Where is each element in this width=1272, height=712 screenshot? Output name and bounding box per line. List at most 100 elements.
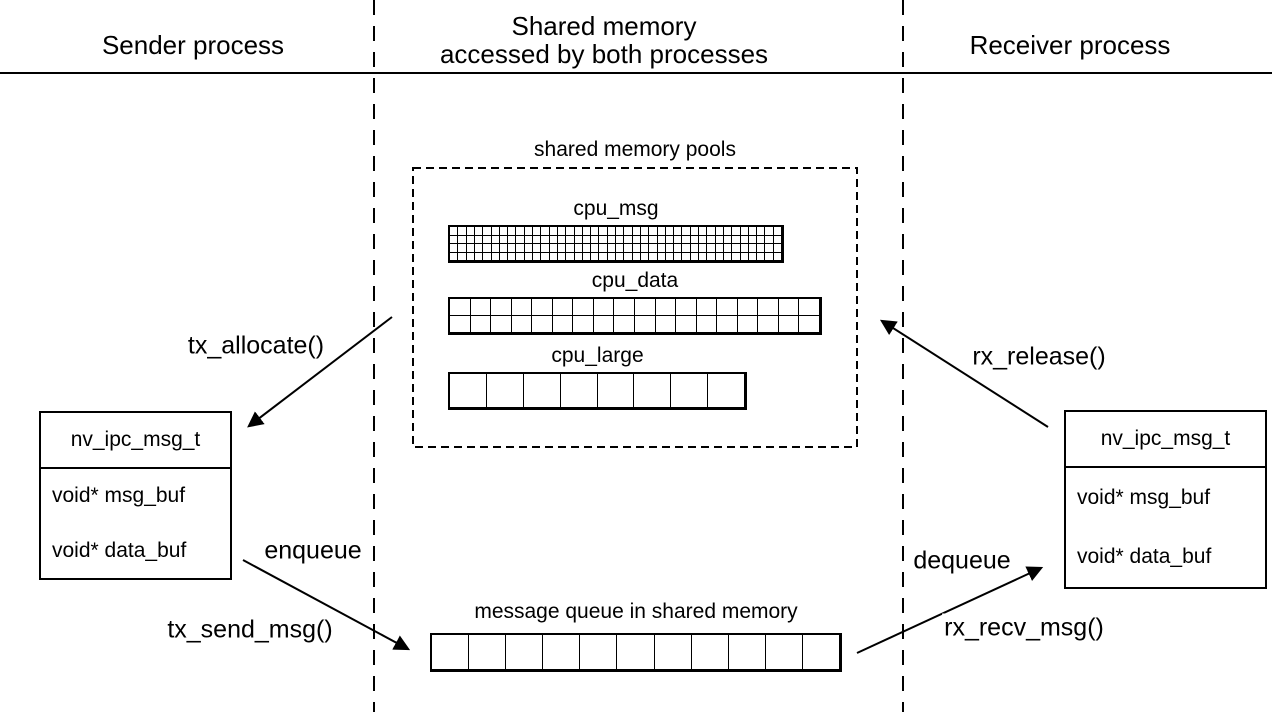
memory-cell [740, 227, 749, 236]
memory-cell [674, 252, 683, 261]
memory-cell [740, 244, 749, 253]
memory-cell [533, 244, 542, 253]
memory-cell [506, 635, 544, 670]
memory-cell [599, 235, 608, 244]
sender-msg-struct-title: nv_ipc_msg_t [41, 413, 230, 469]
memory-cell [634, 316, 656, 333]
memory-cell [599, 227, 608, 236]
memory-cell [765, 252, 774, 261]
memory-cell [717, 316, 738, 333]
memory-cell [574, 235, 583, 244]
memory-cell [778, 316, 800, 333]
memory-cell [674, 235, 683, 244]
memory-cell [773, 227, 782, 236]
memory-cell [715, 235, 724, 244]
enqueue-arrow [242, 559, 411, 651]
memory-cell [591, 252, 600, 261]
memory-cell [458, 252, 467, 261]
memory-cell [732, 244, 741, 253]
memory-cell [574, 244, 583, 253]
memory-cell [474, 244, 484, 253]
memory-cell [614, 299, 635, 316]
memory-cell [607, 244, 616, 253]
memory-cell [566, 244, 575, 253]
memory-cell [616, 235, 625, 244]
memory-cell [757, 235, 766, 244]
memory-cell [676, 316, 697, 333]
memory-cell [491, 316, 512, 333]
receiver-msg-struct-title: nv_ipc_msg_t [1066, 412, 1265, 468]
memory-cell [665, 244, 675, 253]
memory-cell [728, 635, 766, 670]
message-queue: message queue in shared memory [430, 600, 842, 672]
shared-memory-title-line2: accessed by both processes [439, 39, 769, 69]
memory-cell [483, 244, 492, 253]
memory-cell [690, 227, 699, 236]
memory-cell [483, 252, 492, 261]
memory-cell [699, 252, 708, 261]
memory-cell [552, 299, 574, 316]
memory-cell [682, 244, 691, 253]
memory-cell [591, 235, 600, 244]
memory-cell [573, 299, 594, 316]
pool-cpu-large-label: cpu_large [551, 344, 644, 367]
memory-cell [674, 244, 683, 253]
dequeue-arrow [856, 566, 1044, 654]
memory-cell [737, 316, 759, 333]
memory-cell [765, 635, 803, 670]
memory-cell [707, 235, 716, 244]
memory-cell [634, 374, 672, 408]
memory-cell [533, 252, 542, 261]
memory-cell [470, 316, 492, 333]
memory-cell [690, 244, 699, 253]
memory-cell [624, 252, 633, 261]
memory-cell [491, 227, 500, 236]
rx-recv-msg-label: rx_recv_msg() [942, 613, 1106, 643]
memory-cell [607, 227, 616, 236]
pool-cpu-large-grid [448, 372, 747, 410]
memory-cell [483, 227, 492, 236]
memory-cell [582, 252, 592, 261]
memory-cell [524, 227, 533, 236]
sender-msg-struct-box: nv_ipc_msg_t void* msg_buf void* data_bu… [39, 411, 232, 580]
pool-cpu-data-grid [448, 297, 822, 335]
memory-cell [582, 235, 592, 244]
memory-cell [458, 227, 467, 236]
memory-cell [450, 316, 471, 333]
memory-cell [640, 235, 650, 244]
memory-cell [691, 635, 729, 670]
memory-cell [607, 252, 616, 261]
memory-cell [690, 252, 699, 261]
receiver-msg-struct-box: nv_ipc_msg_t void* msg_buf void* data_bu… [1064, 410, 1267, 589]
memory-cell [632, 244, 641, 253]
memory-cell [597, 374, 635, 408]
tx-send-msg-label: tx_send_msg() [165, 615, 335, 645]
memory-cell [450, 299, 471, 316]
memory-cell [614, 316, 635, 333]
memory-cell [470, 299, 492, 316]
memory-cell [758, 316, 779, 333]
tx-allocate-label: tx_allocate() [185, 331, 327, 361]
memory-cell [616, 244, 625, 253]
memory-cell [549, 227, 558, 236]
pool-cpu-data-label: cpu_data [591, 269, 679, 292]
memory-cell [474, 235, 484, 244]
memory-cell [508, 235, 517, 244]
pool-cpu-msg-label: cpu_msg [573, 197, 659, 220]
memory-cell [748, 235, 758, 244]
memory-cell [649, 252, 658, 261]
receiver-msg-buf-field: void* msg_buf [1077, 485, 1211, 509]
memory-cell [557, 244, 567, 253]
memory-cell [566, 252, 575, 261]
memory-cell [450, 252, 459, 261]
memory-cell [532, 299, 553, 316]
sender-msg-buf-field: void* msg_buf [52, 484, 186, 508]
memory-cell [649, 227, 658, 236]
memory-cell [450, 244, 459, 253]
memory-pool-cpu-msg: cpu_msg [448, 197, 784, 263]
memory-cell [624, 235, 633, 244]
memory-cell [765, 227, 774, 236]
memory-cell [466, 235, 475, 244]
memory-cell [474, 252, 484, 261]
